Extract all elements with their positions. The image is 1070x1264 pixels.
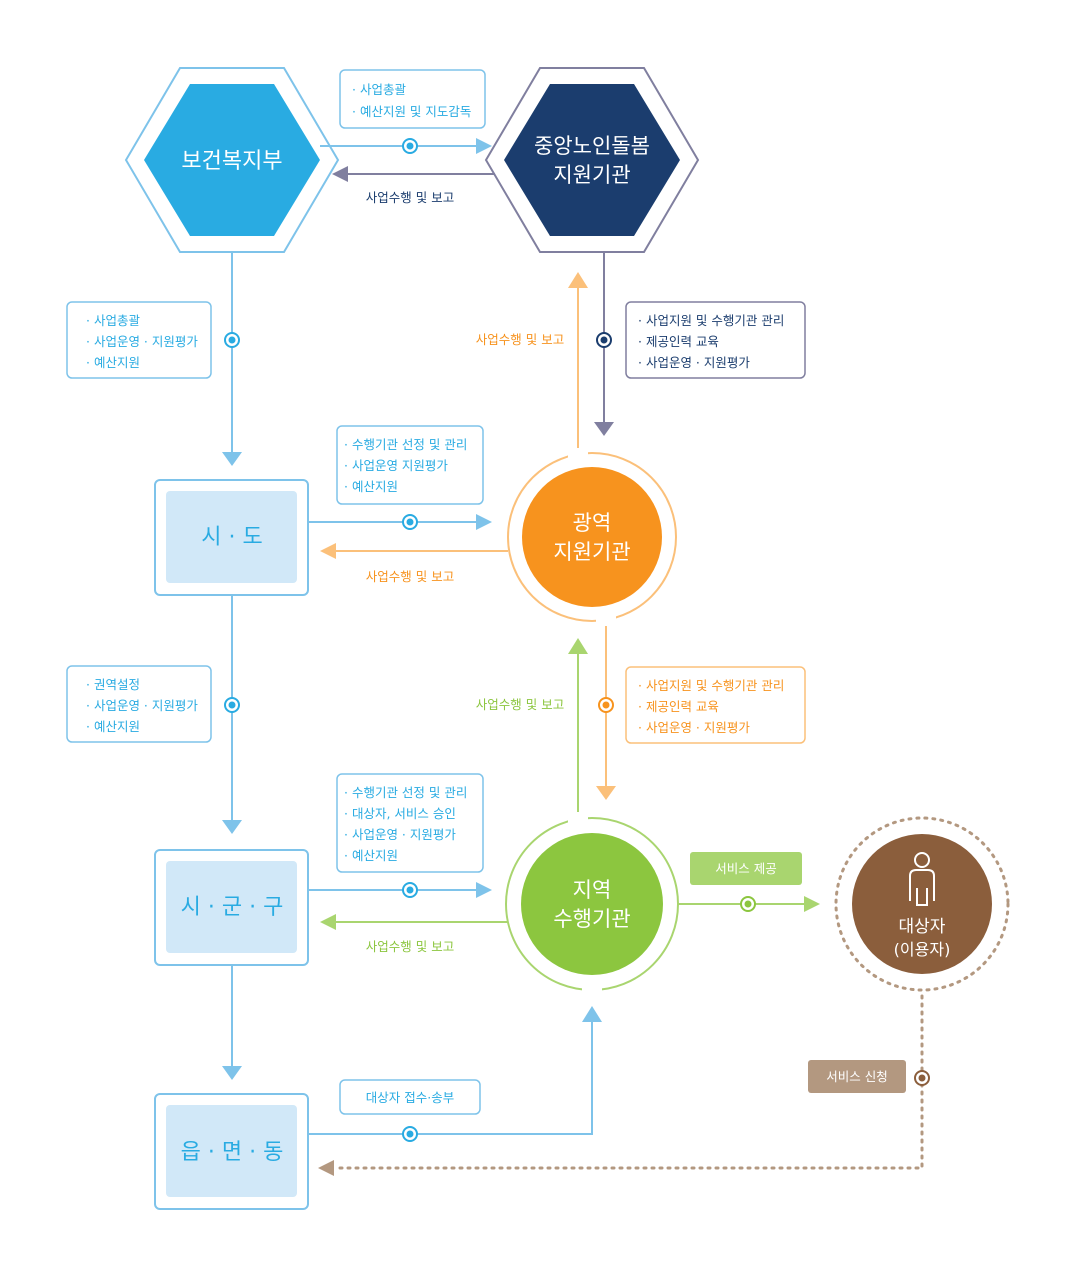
svg-text:· 대상자, 서비스 승인: · 대상자, 서비스 승인 <box>344 806 456 821</box>
central-title-line1: 중앙노인돌봄 <box>534 134 650 158</box>
note-central-to-regional: · 사업지원 및 수행기관 관리 · 제공인력 교육 · 사업운영 · 지원평가 <box>625 301 806 379</box>
dot-icon <box>914 1070 930 1086</box>
eupmyeon-to-local-line <box>308 1020 593 1135</box>
arrow-up-icon <box>568 638 588 654</box>
svg-text:· 예산지원: · 예산지원 <box>86 355 140 370</box>
svg-text:· 제공인력 교육: · 제공인력 교육 <box>638 699 719 714</box>
dot-icon <box>596 332 612 348</box>
local-node: 지역 수행기관 <box>505 812 679 994</box>
target-title-line2: (이용자) <box>894 940 951 959</box>
arrow-right-icon <box>804 896 820 912</box>
svg-text:· 예산지원 및 지도감독: · 예산지원 및 지도감독 <box>352 104 471 119</box>
dot-icon <box>402 514 418 530</box>
svg-text:· 수행기관 선정 및 관리: · 수행기관 선정 및 관리 <box>344 437 467 452</box>
svg-text:· 사업운영 지원평가: · 사업운영 지원평가 <box>344 458 448 473</box>
note-ministry-to-sido: · 사업총괄 · 사업운영 · 지원평가 · 예산지원 <box>66 301 212 379</box>
local-title-line2: 수행기관 <box>553 907 630 931</box>
note-sido-to-regional: · 수행기관 선정 및 관리 · 사업운영 지원평가 · 예산지원 <box>336 425 484 505</box>
eupmyeon-node: 읍 · 면 · 동 <box>154 1093 309 1210</box>
arrow-left-icon <box>320 914 336 930</box>
dot-icon <box>402 882 418 898</box>
target-title-line1: 대상자 <box>899 917 946 937</box>
service-provide-badge: 서비스 제공 <box>690 852 802 885</box>
target-to-eupmyeon-line <box>332 994 924 1170</box>
dot-icon <box>224 332 240 348</box>
arrow-right-icon <box>476 882 492 898</box>
svg-text:· 사업지원 및 수행기관 관리: · 사업지원 및 수행기관 관리 <box>638 313 784 328</box>
arrow-right-icon <box>476 138 492 154</box>
svg-text:· 사업운영 · 지원평가: · 사업운영 · 지원평가 <box>344 827 456 842</box>
svg-text:· 사업총괄: · 사업총괄 <box>86 313 140 328</box>
dot-icon <box>598 697 614 713</box>
report-label: 사업수행 및 보고 <box>366 569 454 584</box>
service-apply-badge: 서비스 신청 <box>808 1060 906 1093</box>
central-title-line2: 지원기관 <box>553 163 630 187</box>
arrow-down-icon <box>594 422 614 436</box>
report-label: 사업수행 및 보고 <box>476 332 564 347</box>
regional-title-line1: 광역 <box>573 511 612 535</box>
svg-text:· 사업운영 · 지원평가: · 사업운영 · 지원평가 <box>86 334 198 349</box>
arrow-left-icon <box>320 543 336 559</box>
note-ministry-to-central: · 사업총괄 · 예산지원 및 지도감독 <box>339 69 486 129</box>
arrow-down-icon <box>222 820 242 834</box>
svg-text:· 사업지원 및 수행기관 관리: · 사업지원 및 수행기관 관리 <box>638 678 784 693</box>
arrow-left-icon <box>318 1160 334 1176</box>
svg-text:· 사업운영 · 지원평가: · 사업운영 · 지원평가 <box>86 698 198 713</box>
report-label: 사업수행 및 보고 <box>476 697 564 712</box>
dot-icon <box>224 697 240 713</box>
dot-icon <box>740 896 756 912</box>
dot-icon <box>402 138 418 154</box>
dot-icon <box>402 1126 418 1142</box>
target-node: 대상자 (이용자) <box>834 816 1010 992</box>
local-title-line1: 지역 <box>573 878 612 902</box>
svg-text:· 사업운영 · 지원평가: · 사업운영 · 지원평가 <box>638 355 750 370</box>
sigungu-title: 시 · 군 · 구 <box>181 895 284 920</box>
svg-text:· 제공인력 교육: · 제공인력 교육 <box>638 334 719 349</box>
svg-text:· 예산지원: · 예산지원 <box>344 479 398 494</box>
report-label: 사업수행 및 보고 <box>366 939 454 954</box>
arrow-down-icon <box>596 786 616 800</box>
arrow-left-icon <box>332 166 348 182</box>
eupmyeon-title: 읍 · 면 · 동 <box>181 1140 284 1165</box>
svg-text:· 사업운영 · 지원평가: · 사업운영 · 지원평가 <box>638 720 750 735</box>
svg-text:서비스 신청: 서비스 신청 <box>826 1069 887 1084</box>
arrow-down-icon <box>222 1066 242 1080</box>
svg-text:· 사업총괄: · 사업총괄 <box>352 82 406 97</box>
svg-text:· 권역설정: · 권역설정 <box>86 677 140 692</box>
connector-dots <box>224 138 930 1142</box>
arrow-up-icon <box>568 272 588 288</box>
svg-text:· 수행기관 선정 및 관리: · 수행기관 선정 및 관리 <box>344 785 467 800</box>
ministry-node: 보건복지부 <box>124 67 340 253</box>
ministry-title: 보건복지부 <box>181 149 282 174</box>
svg-text:대상자 접수·송부: 대상자 접수·송부 <box>366 1090 454 1105</box>
svg-text:· 예산지원: · 예산지원 <box>344 848 398 863</box>
note-eupmyeon-to-local: 대상자 접수·송부 <box>339 1079 481 1115</box>
arrow-right-icon <box>476 514 492 530</box>
svg-text:· 예산지원: · 예산지원 <box>86 719 140 734</box>
regional-title-line2: 지원기관 <box>553 540 630 564</box>
arrow-down-icon <box>222 452 242 466</box>
report-label: 사업수행 및 보고 <box>366 190 454 205</box>
connectors <box>231 145 924 1170</box>
sido-title: 시 · 도 <box>201 525 262 550</box>
svg-text:서비스 제공: 서비스 제공 <box>715 861 776 876</box>
central-node: 중앙노인돌봄 지원기관 <box>484 67 700 253</box>
sido-node: 시 · 도 <box>154 479 309 596</box>
sigungu-node: 시 · 군 · 구 <box>154 849 309 966</box>
person-icon <box>909 852 935 906</box>
arrow-up-icon <box>582 1006 602 1022</box>
regional-node: 광역 지원기관 <box>507 448 677 626</box>
arrow-heads <box>222 138 820 1176</box>
note-regional-to-local: · 사업지원 및 수행기관 관리 · 제공인력 교육 · 사업운영 · 지원평가 <box>625 666 806 744</box>
note-sido-to-sigungu: · 권역설정 · 사업운영 · 지원평가 · 예산지원 <box>66 665 212 743</box>
note-sigungu-to-local: · 수행기관 선정 및 관리 · 대상자, 서비스 승인 · 사업운영 · 지원… <box>336 773 484 873</box>
